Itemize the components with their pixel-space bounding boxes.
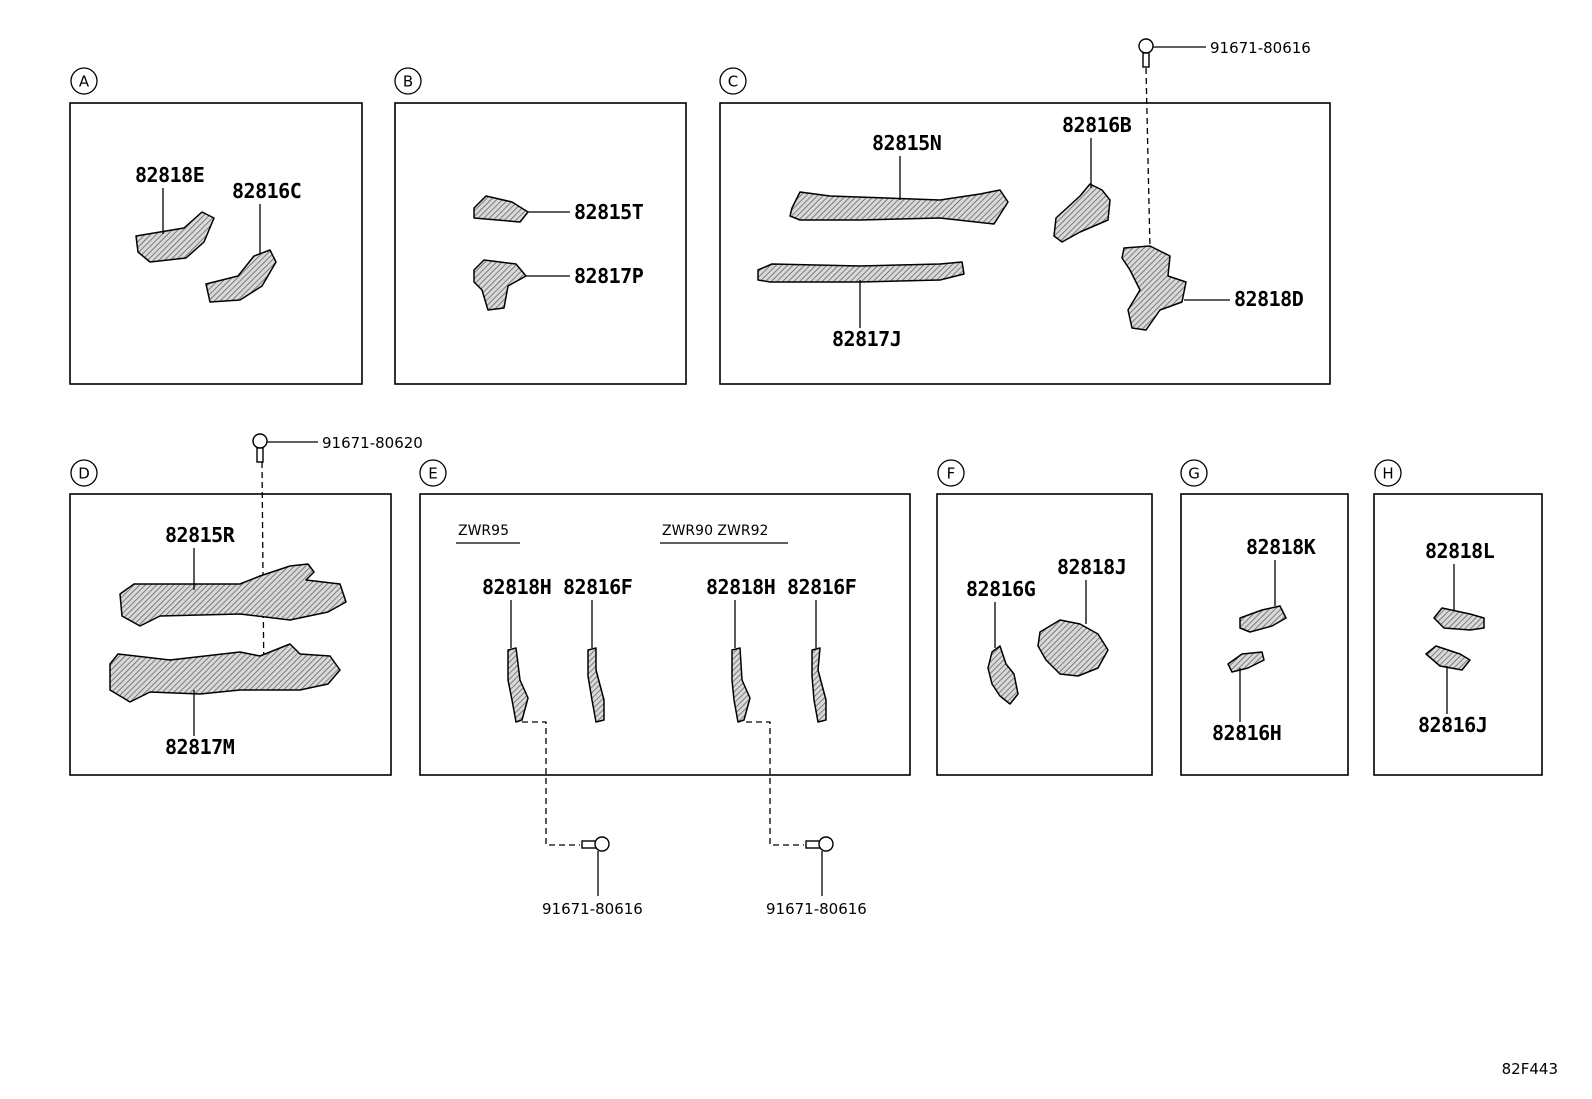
part-82816b-shape xyxy=(1053,183,1111,243)
bolt-head-icon xyxy=(1138,38,1154,54)
bolt-91671-80616-c[interactable] xyxy=(1138,38,1154,68)
bolt-label-91671-80616-e2[interactable]: 91671-80616 xyxy=(766,900,867,918)
section-b-box xyxy=(394,102,687,385)
part-82817p-shape xyxy=(473,259,527,311)
section-f-marker xyxy=(937,459,965,487)
part-label-82816f-2[interactable]: 82816F xyxy=(787,575,857,599)
section-e-label: E xyxy=(428,465,437,483)
part-label-82815r[interactable]: 82815R xyxy=(165,523,236,547)
part-82818e-shape xyxy=(135,211,215,263)
part-82816f-shape-2 xyxy=(811,647,827,723)
part-82815t-shape xyxy=(473,195,529,223)
bolt-91671-80616-e1[interactable] xyxy=(581,836,610,852)
part-label-82816h[interactable]: 82816H xyxy=(1212,721,1282,745)
part-label-82818h-2[interactable]: 82818H xyxy=(706,575,776,599)
section-d-label: D xyxy=(78,465,90,483)
section-e: E ZWR95 ZWR90 ZWR92 82818H 82816F 82818H… xyxy=(419,459,911,918)
part-82816c-shape xyxy=(205,249,277,303)
part-82815n-shape xyxy=(789,189,1009,225)
diagram-code: 82F443 xyxy=(1502,1060,1558,1078)
section-c-label: C xyxy=(728,73,738,91)
part-label-82818l[interactable]: 82818L xyxy=(1425,539,1495,563)
part-82818l-shape xyxy=(1433,607,1485,631)
section-h-box xyxy=(1373,493,1543,776)
part-82816h-shape xyxy=(1227,651,1265,673)
part-82818d-shape xyxy=(1121,245,1187,331)
section-g: G 82818K 82816H xyxy=(1180,459,1349,776)
section-g-box xyxy=(1180,493,1349,776)
part-label-82815n[interactable]: 82815N xyxy=(872,131,942,155)
section-d-marker xyxy=(70,459,98,487)
bolt-91671-80620[interactable] xyxy=(252,433,268,463)
bolt-91671-80616-e2[interactable] xyxy=(805,836,834,852)
section-f: F 82816G 82818J xyxy=(936,459,1153,776)
part-label-82818k[interactable]: 82818K xyxy=(1246,535,1316,559)
part-82817j-shape xyxy=(757,261,965,283)
section-b: B 82815T 82817P xyxy=(394,67,687,385)
section-a-label: A xyxy=(79,73,90,91)
part-label-82815t[interactable]: 82815T xyxy=(574,200,644,224)
section-a-marker xyxy=(70,67,98,95)
bolt-head-icon xyxy=(594,836,610,852)
section-e-marker xyxy=(419,459,447,487)
part-82818h-shape-1 xyxy=(507,647,529,723)
part-label-82818j[interactable]: 82818J xyxy=(1057,555,1127,579)
section-h-label: H xyxy=(1382,465,1393,483)
section-g-label: G xyxy=(1188,465,1200,483)
part-82817m-shape xyxy=(109,643,341,703)
section-h: H 82818L 82816J xyxy=(1373,459,1543,776)
part-label-82816j[interactable]: 82816J xyxy=(1418,713,1488,737)
bolt-label-91671-80616-e1[interactable]: 91671-80616 xyxy=(542,900,643,918)
part-82818h-shape-2 xyxy=(731,647,751,723)
part-82816j-shape xyxy=(1425,645,1471,671)
variant-label-zwr95: ZWR95 xyxy=(458,523,509,539)
part-label-82816c[interactable]: 82816C xyxy=(232,179,302,203)
section-c: C 91671-80616 82815N 82816B 82817J 82818… xyxy=(719,38,1331,385)
part-label-82818e[interactable]: 82818E xyxy=(135,163,205,187)
variant-label-zwr90-zwr92: ZWR90 ZWR92 xyxy=(662,523,768,539)
part-82818k-shape xyxy=(1239,605,1287,633)
part-label-82816b[interactable]: 82816B xyxy=(1062,113,1132,137)
section-g-marker xyxy=(1180,459,1208,487)
section-a: A 82818E 82816C xyxy=(69,67,363,385)
section-a-box xyxy=(69,102,363,385)
part-82816g-shape xyxy=(987,645,1019,705)
part-82818j-shape xyxy=(1037,619,1109,677)
part-label-82818h-1[interactable]: 82818H xyxy=(482,575,552,599)
part-label-82816g[interactable]: 82816G xyxy=(966,577,1036,601)
bolt-head-icon xyxy=(252,433,268,449)
section-d-box xyxy=(69,493,392,776)
bolt-label-91671-80620[interactable]: 91671-80620 xyxy=(322,434,423,452)
bolt-label-91671-80616-c[interactable]: 91671-80616 xyxy=(1210,39,1311,57)
part-label-82816f-1[interactable]: 82816F xyxy=(563,575,633,599)
part-label-82817p[interactable]: 82817P xyxy=(574,264,644,288)
section-e-box xyxy=(419,493,911,776)
section-b-marker xyxy=(394,67,422,95)
section-f-label: F xyxy=(947,465,956,483)
section-c-marker xyxy=(719,67,747,95)
section-d: D 91671-80620 82815R 82817M xyxy=(69,433,423,776)
part-label-82817j[interactable]: 82817J xyxy=(832,327,902,351)
part-label-82818d[interactable]: 82818D xyxy=(1234,287,1304,311)
section-b-label: B xyxy=(403,73,413,91)
section-h-marker xyxy=(1374,459,1402,487)
part-82816f-shape-1 xyxy=(587,647,605,723)
section-f-box xyxy=(936,493,1153,776)
part-82815r-shape xyxy=(119,563,347,627)
bolt-head-icon xyxy=(818,836,834,852)
part-label-82817m[interactable]: 82817M xyxy=(165,735,235,759)
section-c-box xyxy=(719,102,1331,385)
